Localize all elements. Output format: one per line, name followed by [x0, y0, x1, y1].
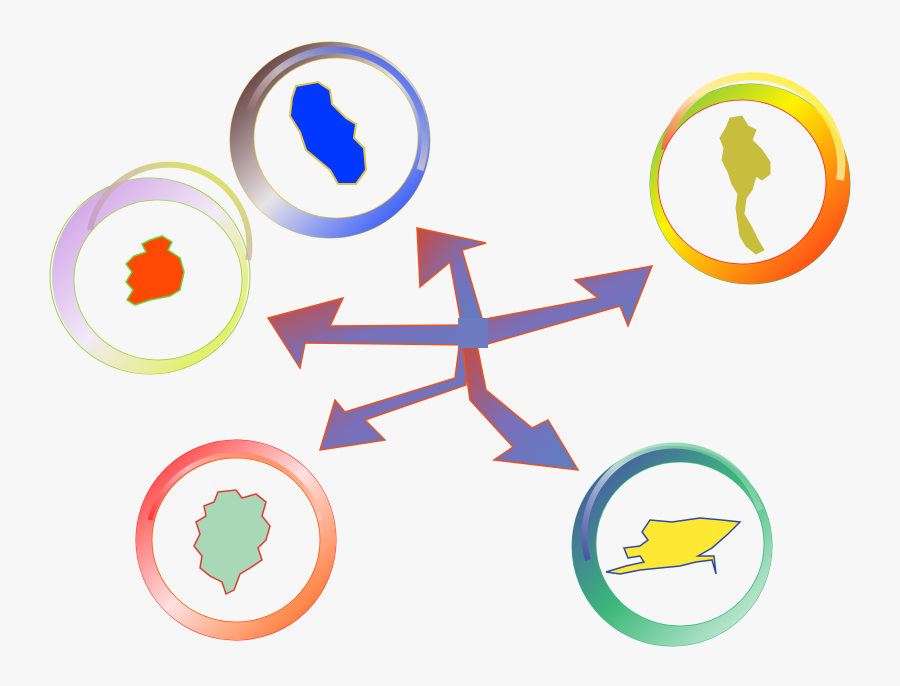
thailand-badge: [649, 72, 851, 285]
arrow-lower-right: [461, 339, 580, 471]
yellow-peninsula-outline: [605, 517, 742, 575]
ireland-badge: [49, 161, 253, 375]
arrow-up: [416, 227, 487, 329]
thailand-outline: [719, 115, 771, 255]
blue-island-outline: [288, 80, 368, 185]
ireland-outline: [125, 235, 185, 306]
arrow-lower-left: [318, 339, 469, 451]
arrow-left: [266, 296, 471, 370]
green-region-outline: [193, 489, 271, 596]
arrow-right: [479, 265, 654, 346]
five-way-arrow-hub: [266, 227, 654, 471]
yellow-peninsula-badge: [571, 442, 773, 647]
green-region-badge: [135, 439, 337, 641]
arrow-hub-center: [458, 318, 488, 348]
blue-island-badge: [229, 41, 431, 239]
